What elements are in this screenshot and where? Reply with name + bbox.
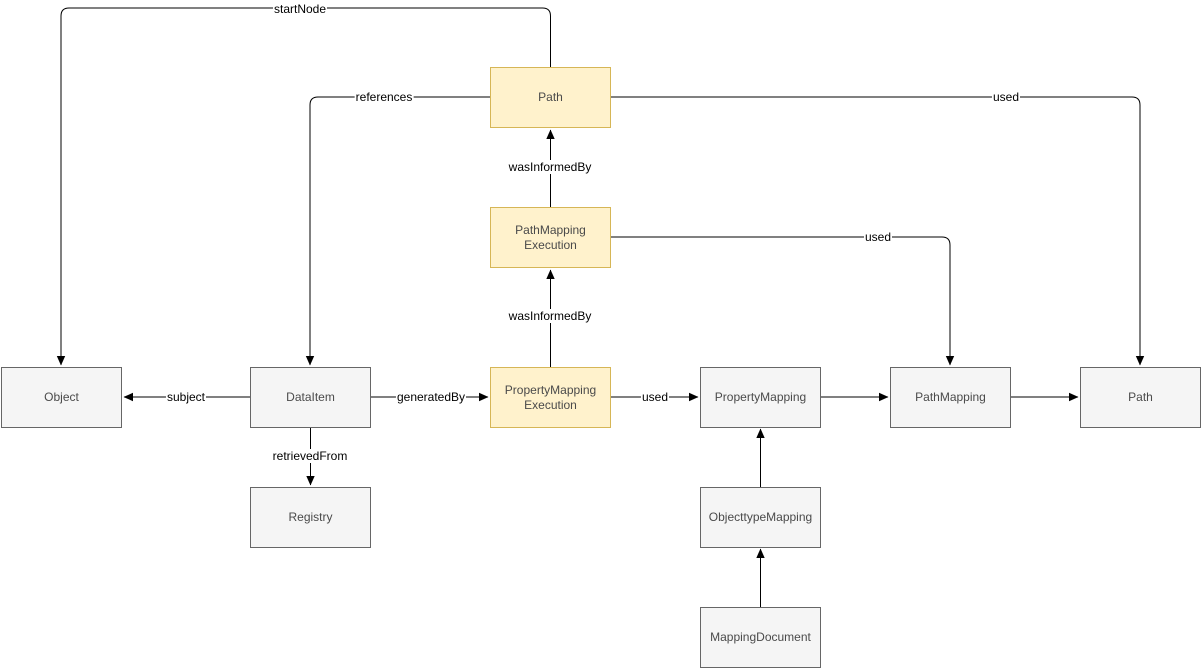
edge-used-top[interactable]: [611, 96, 1145, 366]
edge-label-used-top[interactable]: used: [991, 90, 1021, 104]
edge-label-generatedby[interactable]: generatedBy: [395, 390, 467, 404]
node-label: ObjecttypeMapping: [708, 510, 813, 524]
node-label: PropertyMapping Execution: [504, 382, 597, 412]
node-label: PathMapping Execution: [515, 222, 586, 252]
node-label: Path: [538, 90, 563, 104]
node-dataitem[interactable]: DataItem: [250, 367, 371, 428]
node-label: MappingDocument: [710, 630, 811, 644]
edge-label-subject[interactable]: subject: [165, 390, 207, 404]
node-path-right[interactable]: Path: [1080, 367, 1201, 428]
edge-label-wasinformedby-bottom[interactable]: wasInformedBy: [507, 309, 593, 323]
node-label: Path: [1128, 390, 1153, 404]
edge-startnode[interactable]: [56, 7, 551, 366]
node-label: DataItem: [286, 390, 335, 404]
edge-label-references[interactable]: references: [354, 90, 414, 104]
node-pathmapping-execution[interactable]: PathMapping Execution: [490, 207, 611, 268]
node-propertymapping[interactable]: PropertyMapping: [700, 367, 821, 428]
edge-used-mid[interactable]: [611, 236, 955, 366]
node-propertymapping-execution[interactable]: PropertyMapping Execution: [490, 367, 611, 428]
edge-label-retrievedfrom[interactable]: retrievedFrom: [271, 449, 349, 463]
node-mappingdocument[interactable]: MappingDocument: [700, 607, 821, 668]
node-registry[interactable]: Registry: [250, 487, 371, 548]
node-pathmapping[interactable]: PathMapping: [890, 367, 1011, 428]
node-path-top[interactable]: Path: [490, 67, 611, 128]
edge-references[interactable]: [305, 96, 490, 366]
edge-label-startnode[interactable]: startNode: [272, 2, 328, 16]
node-object[interactable]: Object: [1, 367, 122, 428]
edge-label-wasinformedby-top[interactable]: wasInformedBy: [507, 160, 593, 174]
node-objecttypemapping[interactable]: ObjecttypeMapping: [700, 487, 821, 548]
node-label: Registry: [288, 510, 333, 524]
edge-label-used-mid[interactable]: used: [863, 230, 893, 244]
node-label: Object: [44, 390, 79, 404]
edge-label-used-row[interactable]: used: [640, 390, 670, 404]
node-label: PathMapping: [915, 390, 986, 404]
node-label: PropertyMapping: [714, 390, 807, 404]
